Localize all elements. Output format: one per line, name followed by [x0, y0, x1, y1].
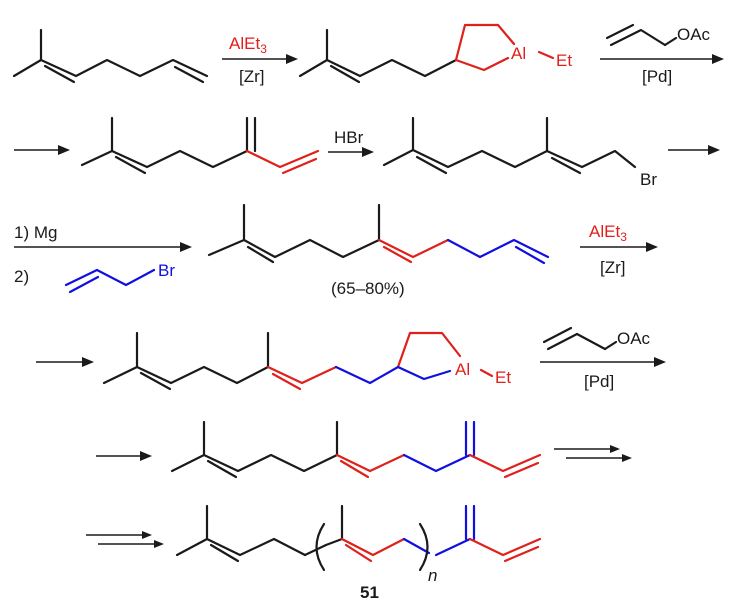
- reagent-hbr: HBr: [334, 128, 364, 147]
- continuation-arrow-row5: [96, 451, 152, 461]
- reagent-zr-2: [Zr]: [600, 258, 626, 277]
- left-bracket: [315, 522, 326, 572]
- compound-number: 51: [360, 583, 379, 602]
- repeat-subscript-n: n: [428, 566, 437, 585]
- starting-diene: [12, 28, 209, 84]
- arrow-zr-alumination: AlEt3 [Zr]: [222, 34, 298, 86]
- yield-label: (65–80%): [331, 279, 405, 298]
- ethyl-label: Et: [556, 51, 572, 70]
- reagent-alet3: AlEt3: [229, 34, 267, 56]
- oligomer-product-51: n 51: [175, 504, 542, 602]
- aluminacycle-intermediate-2: Al Et: [102, 331, 511, 391]
- al-atom: Al: [511, 44, 526, 63]
- homologated-tetraene: [170, 420, 542, 479]
- arrow-pd-allylation: OAc [Pd]: [600, 23, 724, 86]
- reagent-pd-2: [Pd]: [584, 372, 614, 391]
- diene-exomethylene: [80, 116, 320, 175]
- double-arrow-row5: [554, 445, 632, 462]
- arrow-hbr: HBr: [328, 128, 374, 157]
- continuation-arrow-row4: [36, 357, 94, 367]
- right-bracket: [418, 522, 429, 572]
- step2-label: 2): [14, 267, 29, 286]
- reagent-zr: [Zr]: [239, 67, 265, 86]
- reagent-mg: 1) Mg: [14, 223, 57, 242]
- double-arrow-row6: [86, 531, 164, 548]
- arrow-grignard: 1) Mg 2) Br: [14, 223, 192, 294]
- homologated-triene: (65–80%): [207, 203, 550, 298]
- continuation-arrow-row2: [14, 145, 70, 155]
- bromine-atom: Br: [640, 170, 657, 189]
- continuation-arrow-row2-end: [668, 145, 720, 155]
- oac-label-2: OAc: [617, 329, 651, 348]
- oac-label: OAc: [677, 25, 711, 44]
- ethyl-label-2: Et: [495, 368, 511, 387]
- reagent-pd: [Pd]: [642, 67, 672, 86]
- aluminacycle-intermediate: Al Et: [298, 23, 572, 84]
- reagent-alet3-2: AlEt3: [589, 222, 627, 244]
- arrow-zr-alumination-2: AlEt3 [Zr]: [580, 222, 658, 277]
- allyl-bromide-br: Br: [158, 261, 175, 280]
- al-atom-2: Al: [455, 360, 470, 379]
- geranyl-bromide: Br: [382, 116, 657, 189]
- arrow-pd-allylation-2: OAc [Pd]: [540, 326, 666, 391]
